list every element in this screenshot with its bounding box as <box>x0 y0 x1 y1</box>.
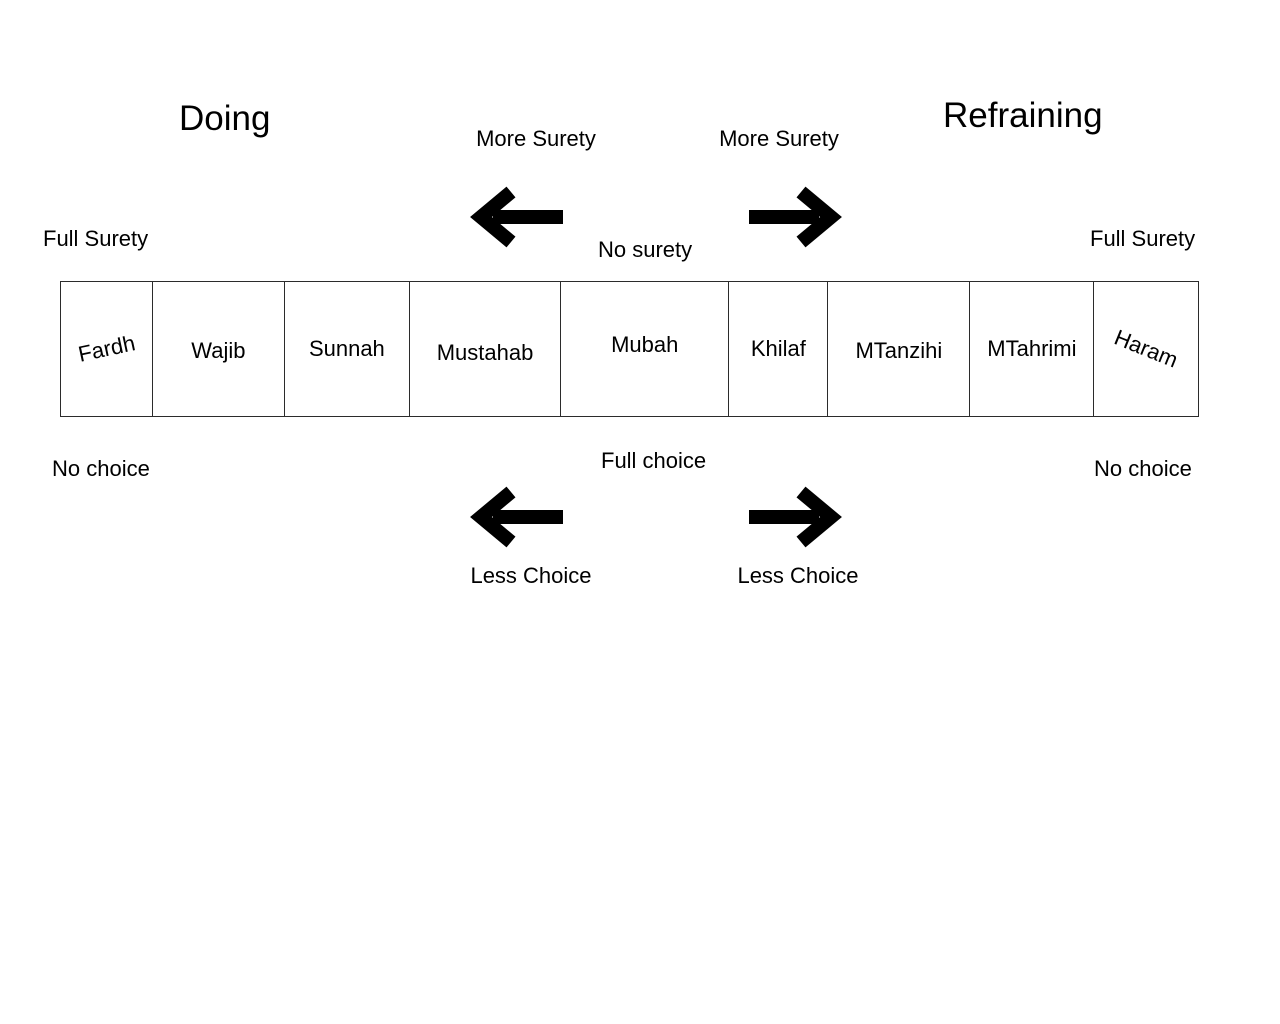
no-surety-label: No surety <box>598 237 693 262</box>
spectrum-cell-wajib: Wajib <box>151 282 284 416</box>
full-surety-right-label: Full Surety <box>1090 226 1196 251</box>
more-surety-right-label: More Surety <box>719 126 839 151</box>
spectrum-cell-sunnah: Sunnah <box>283 282 409 416</box>
spectrum-cell-mustahab: Mustahab <box>408 282 560 416</box>
cell-label-mubah: Mubah <box>611 332 679 357</box>
spectrum-cell-fardh: Fardh <box>61 282 152 416</box>
cell-label-mtanzihi: MTanzihi <box>855 338 943 363</box>
less-choice-right-label: Less Choice <box>737 563 859 588</box>
cell-label-wajib: Wajib <box>191 338 246 363</box>
arrow-right-icon <box>749 184 845 250</box>
doing-title: Doing <box>179 99 271 138</box>
arrow-left-icon <box>467 484 563 550</box>
spectrum-cell-mtanzihi: MTanzihi <box>827 282 969 416</box>
spectrum-cell-mubah: Mubah <box>560 282 728 416</box>
full-choice-label: Full choice <box>601 448 707 473</box>
arrow-right-icon <box>749 484 845 550</box>
cell-label-mtahrimi: MTahrimi <box>987 336 1077 361</box>
full-surety-left-label: Full Surety <box>43 226 149 251</box>
cell-label-fardh: Fardh <box>75 330 138 367</box>
cell-label-sunnah: Sunnah <box>308 336 385 361</box>
refraining-title: Refraining <box>943 96 1103 135</box>
rulings-spectrum-table: Fardh Wajib Sunnah Mustahab Mubah Khilaf… <box>60 281 1199 417</box>
spectrum-cell-khilaf: Khilaf <box>728 282 827 416</box>
spectrum-cell-mtahrimi: MTahrimi <box>969 282 1093 416</box>
more-surety-left-label: More Surety <box>476 126 596 151</box>
less-choice-left-label: Less Choice <box>470 563 592 588</box>
cell-label-haram: Haram <box>1111 324 1182 373</box>
cell-label-khilaf: Khilaf <box>750 336 806 361</box>
no-choice-right-label: No choice <box>1094 456 1192 481</box>
no-choice-left-label: No choice <box>52 456 150 481</box>
spectrum-cell-haram: Haram <box>1093 282 1198 416</box>
cell-label-mustahab: Mustahab <box>436 340 534 365</box>
arrow-left-icon <box>467 184 563 250</box>
